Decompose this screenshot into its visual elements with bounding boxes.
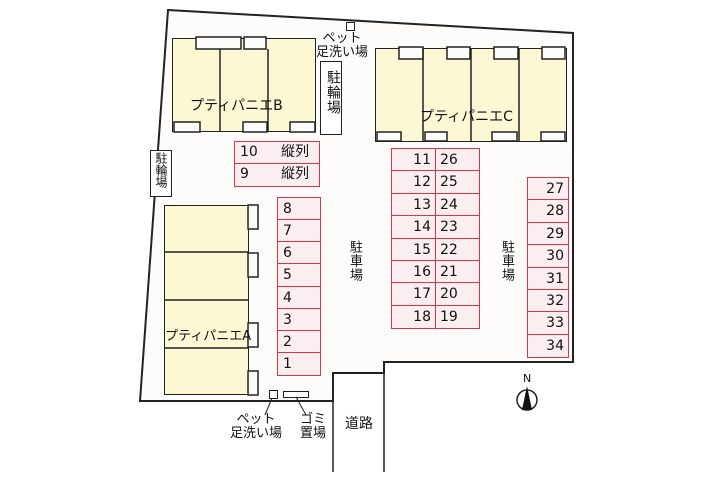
building-b-label: プティパニエB [190, 98, 283, 114]
pet-wash-label-bottom: ペット足洗い場 [230, 412, 283, 441]
parking-space: 5 [278, 264, 320, 287]
parking-space: 14 [392, 216, 435, 239]
parking-space: 27 [528, 178, 568, 201]
parking-space: 12 [392, 171, 435, 194]
parking-space: 29 [528, 223, 568, 246]
parking-space: 31 [528, 268, 568, 290]
parking-label-right: 駐車場 [499, 240, 514, 282]
parking-space: 11 [392, 149, 435, 172]
parking-space: 23 [436, 216, 479, 239]
parking-space: 18 [413, 308, 431, 325]
building-c-label: プティパニエC [420, 109, 513, 125]
parking-space: 1 [283, 355, 292, 372]
parking-space: 26 [436, 149, 479, 172]
pet-wash-label-top: ペット足洗い場 [316, 31, 369, 60]
parking-label-center: 駐車場 [347, 240, 362, 282]
parking-space: 17 [392, 283, 435, 306]
parking-space: 8 [278, 198, 320, 221]
parking-space: 2 [278, 331, 320, 353]
parking-space: 20 [436, 283, 479, 306]
parking-space: 13 [392, 194, 435, 217]
parking-space: 30 [528, 245, 568, 268]
pet-wash-box-top [346, 22, 355, 31]
bike-parking-left: 駐輪場 [150, 150, 172, 197]
parking-space: 33 [528, 312, 568, 335]
parking-space: 15 [392, 239, 435, 261]
parking-space: 24 [436, 194, 479, 217]
pet-wash-box-bottom [269, 390, 278, 399]
garbage-label: ゴミ置場 [300, 412, 327, 441]
parking-space: 28 [528, 200, 568, 223]
building-b [172, 38, 316, 132]
north-label: N [523, 372, 532, 385]
parking-space: 4 [278, 287, 320, 309]
parking-space: 34 [546, 337, 564, 354]
road-label: 道路 [345, 416, 373, 432]
parking-space: 25 [436, 171, 479, 194]
building-a-label: プティパニエA [165, 329, 252, 344]
parking-space: 7 [278, 220, 320, 243]
parking-space: 3 [278, 309, 320, 331]
parking-space: 6 [278, 242, 320, 265]
parking-space: 21 [436, 261, 479, 284]
parking-space: 32 [528, 290, 568, 313]
parking-space: 22 [436, 239, 479, 261]
bike-parking-center: 駐輪場 [320, 61, 342, 135]
parking-space: 16 [392, 261, 435, 284]
parking-space: 19 [440, 308, 458, 325]
